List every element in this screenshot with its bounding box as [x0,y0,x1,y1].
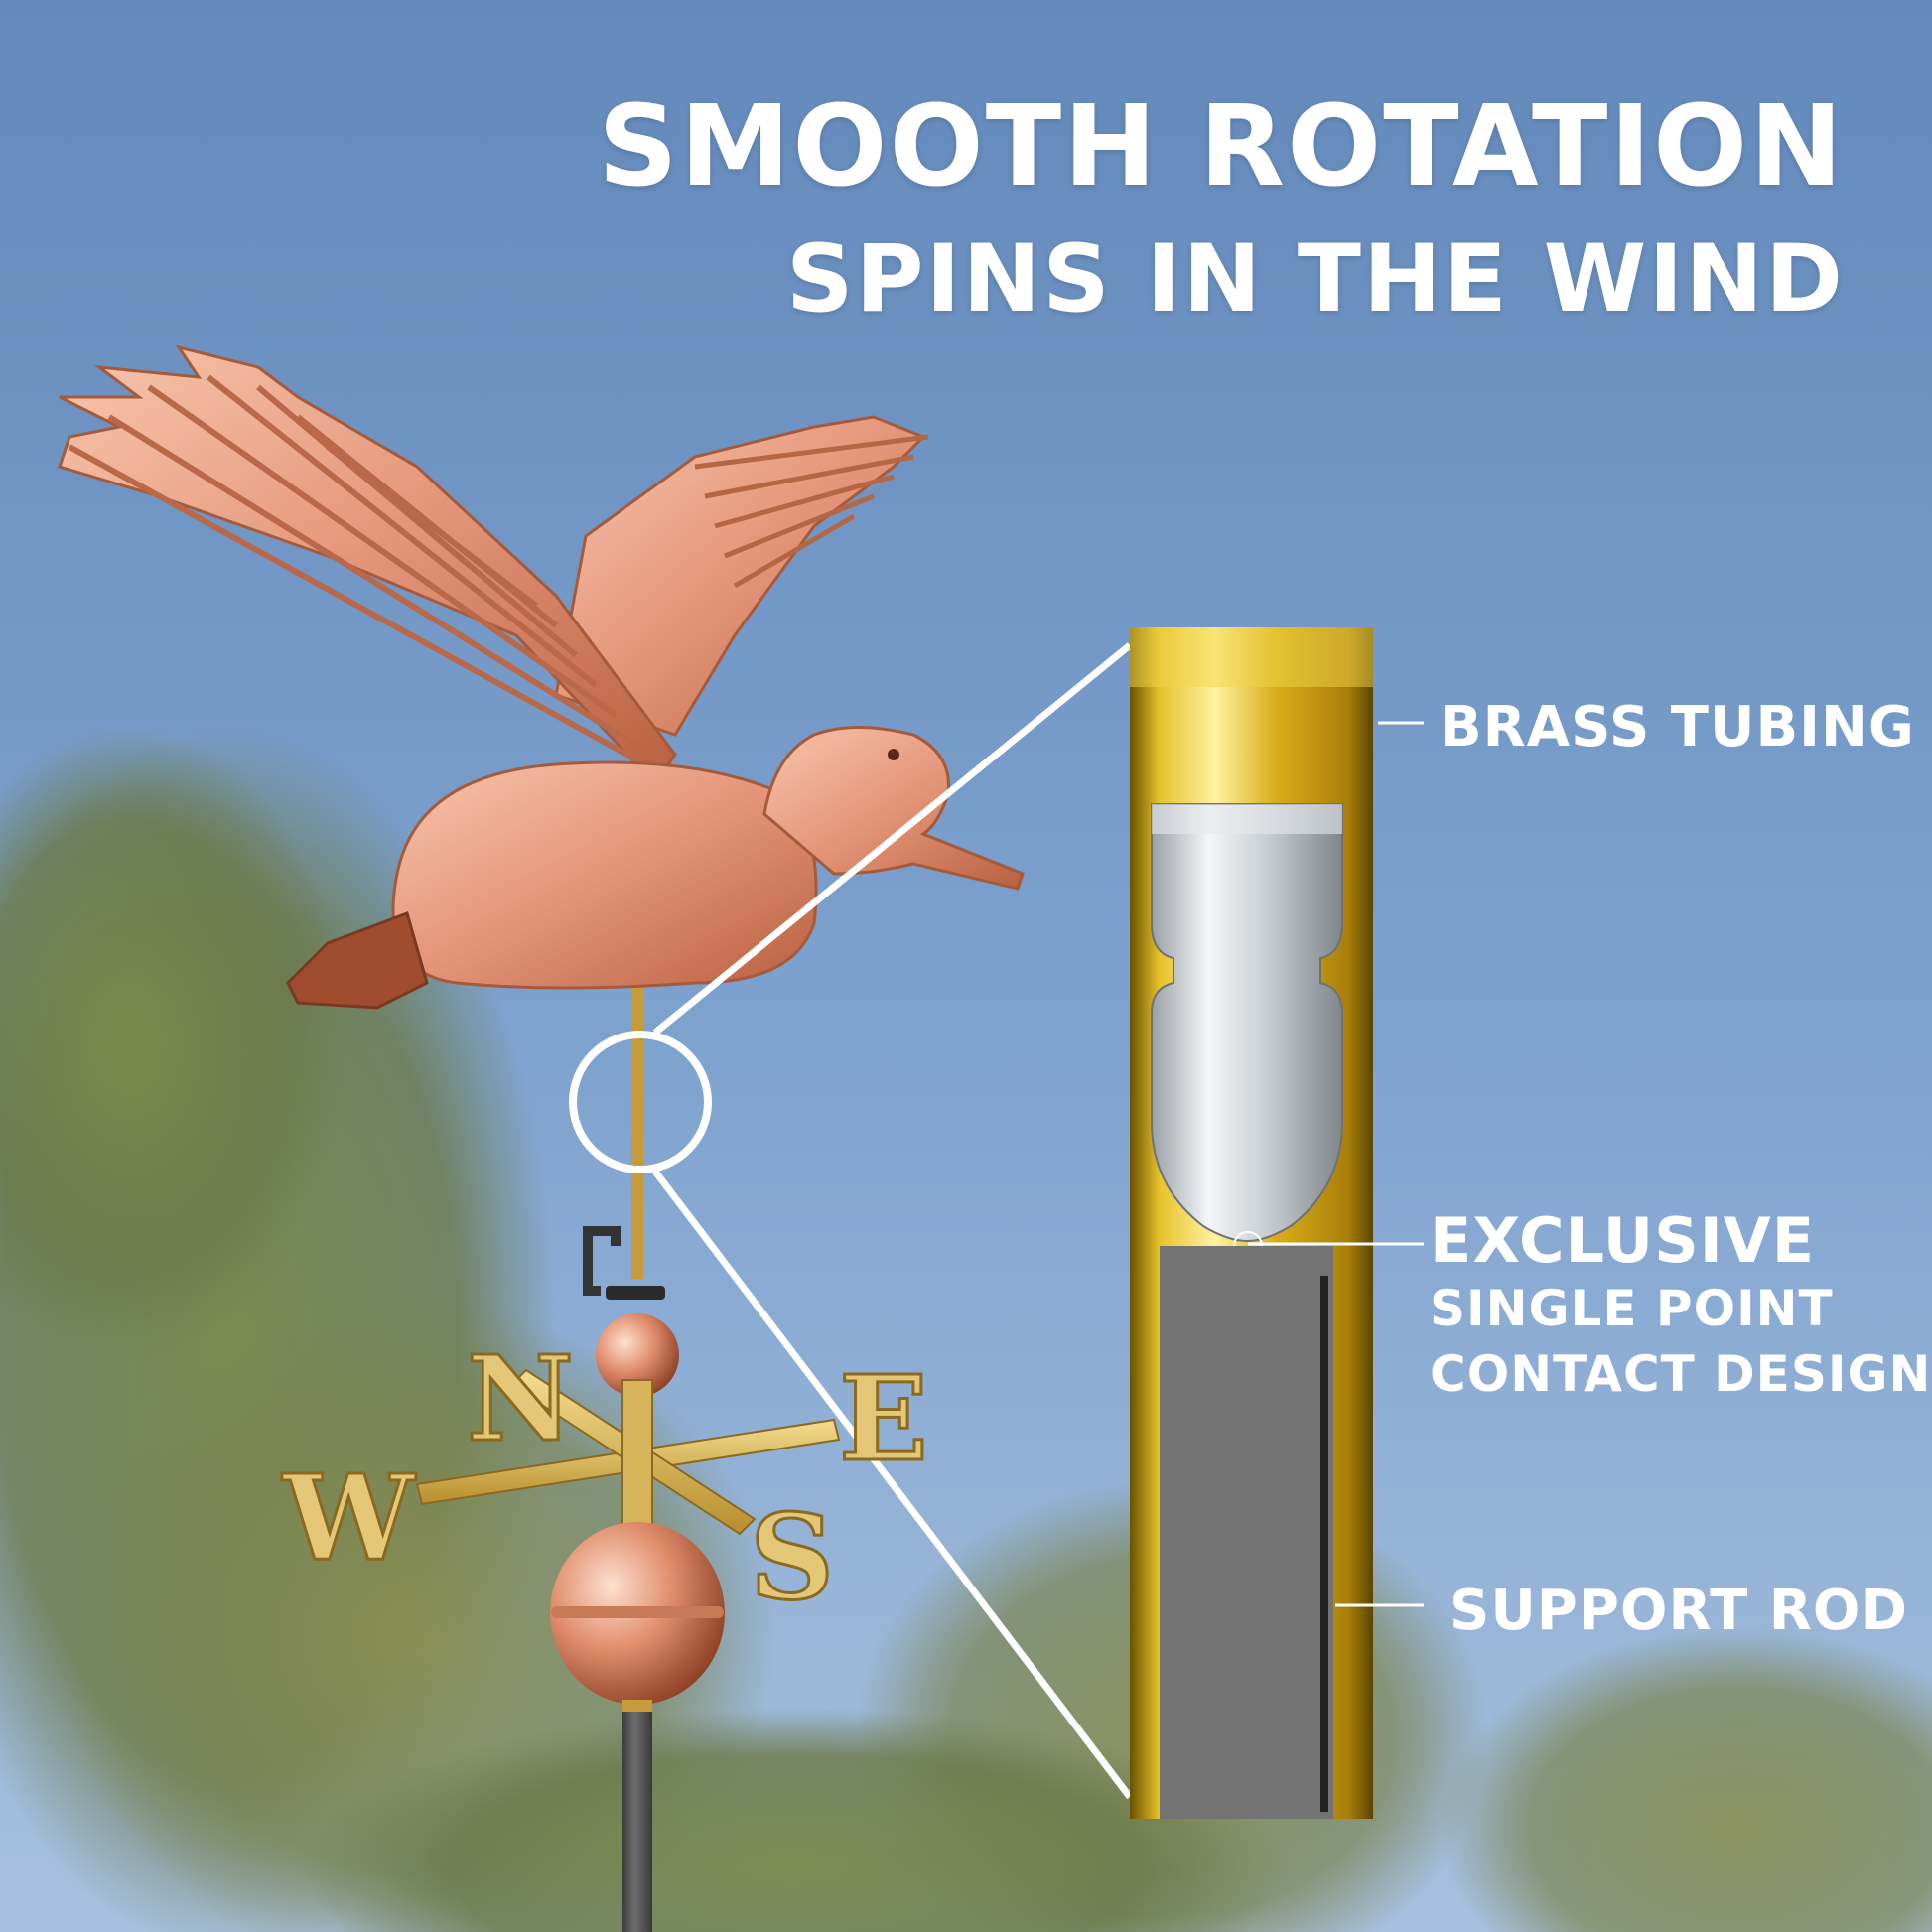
duck-figure [58,345,1025,1010]
callout-line-bottom [652,1169,1133,1800]
callout-exclusive: EXCLUSIVE SINGLE POINT CONTACT DESIGN [1430,1206,1931,1407]
upper-copper-ball [596,1313,679,1397]
callout-exclusive-line3: CONTACT DESIGN [1430,1345,1932,1403]
support-rod [1160,1246,1333,1819]
compass-west: W [281,1449,416,1587]
vane-rod [631,951,643,1279]
steel-pivot [1151,803,1343,1243]
headline-line-2: SPINS IN THE WIND [785,225,1845,334]
blurred-trees [0,725,1932,1932]
compass-east: E [839,1349,928,1487]
callout-line-top [652,642,1133,1035]
callout-support-rod: SUPPORT ROD [1449,1579,1909,1643]
callout-exclusive-line2: SINGLE POINT [1430,1280,1834,1337]
compass-north: N [467,1329,574,1467]
rod-hook [583,1226,621,1296]
cutaway-illustration [1130,627,1424,1819]
callout-brass-tubing: BRASS TUBING [1440,695,1915,759]
detail-circle [569,1031,712,1173]
headline-line-1: SMOOTH ROTATION [598,82,1845,211]
callout-exclusive-line1: EXCLUSIVE [1430,1204,1816,1277]
compass-south: S [750,1488,834,1626]
compass-directionals: W N E S [280,1328,930,1628]
